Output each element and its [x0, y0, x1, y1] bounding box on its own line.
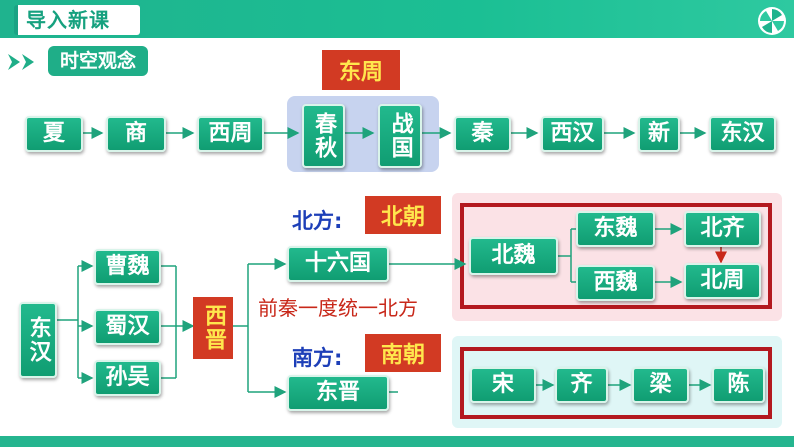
node-xiwei: 西魏	[576, 265, 655, 301]
node-beiqi: 北齐	[684, 211, 761, 247]
node-xia: 夏	[25, 116, 83, 152]
north-frame	[460, 203, 772, 309]
beichao-label: 北朝	[365, 196, 441, 234]
node-qi: 齐	[555, 367, 608, 403]
footer-bar	[0, 436, 794, 447]
node-qin: 秦	[454, 116, 511, 152]
node-beizhou: 北周	[684, 263, 761, 299]
node-dongwei: 东魏	[576, 211, 655, 247]
node-xizhou: 西周	[197, 116, 264, 152]
node-song: 宋	[470, 367, 536, 403]
section-label: 时空观念	[48, 46, 148, 76]
node-dongjin: 东晋	[287, 375, 389, 411]
node-shuhan: 蜀汉	[94, 309, 161, 345]
beifang-label: 北方:	[292, 209, 343, 233]
node-beiwei: 北魏	[469, 237, 558, 275]
node-donghan-root: 东汉	[19, 302, 57, 378]
node-xin: 新	[638, 116, 680, 152]
node-chen: 陈	[712, 367, 765, 403]
node-shiliuguo: 十六国	[287, 246, 389, 282]
south-frame	[460, 347, 772, 419]
node-shang: 商	[106, 116, 166, 152]
xijin-node: 西晋	[193, 297, 233, 359]
pinwheel-logo-icon	[757, 6, 787, 36]
node-caowei: 曹魏	[94, 249, 161, 285]
dongzhou-label: 东周	[322, 50, 400, 90]
node-xihan: 西汉	[541, 116, 604, 152]
node-chunqiu: 春秋	[302, 104, 345, 168]
node-liang: 梁	[632, 367, 689, 403]
node-donghan: 东汉	[709, 116, 776, 152]
node-zhanguo: 战国	[378, 104, 422, 168]
page-title: 导入新课	[14, 5, 140, 35]
qianqin-note: 前秦一度统一北方	[258, 296, 418, 320]
double-chevron-icon	[6, 52, 44, 72]
nanfang-label: 南方:	[292, 346, 343, 370]
node-sunwu: 孙吴	[94, 360, 161, 396]
nanchao-label: 南朝	[365, 334, 441, 372]
